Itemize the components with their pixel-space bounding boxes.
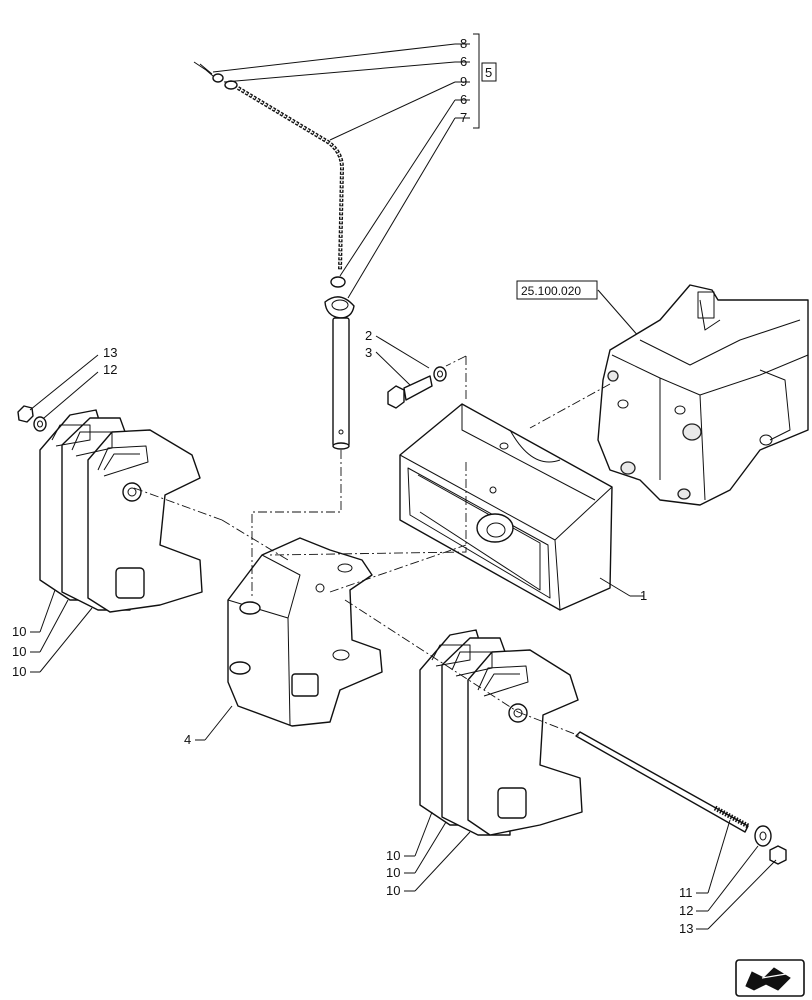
- left-weight-stack: 10 10 10: [12, 409, 203, 679]
- rod-part-11: [575, 731, 749, 833]
- callout-13-left: 13: [103, 345, 117, 360]
- pin-part-7: [332, 317, 350, 447]
- right-weight-plate-3: [467, 649, 583, 836]
- left-weight-plate-3: [87, 429, 203, 613]
- carrier-slot: [291, 673, 319, 697]
- right-weight-stack: 10 10 10: [386, 629, 583, 898]
- callout-6: 6: [460, 54, 467, 69]
- center-weight-carrier: 4: [184, 537, 383, 747]
- support-part-1: [399, 403, 613, 611]
- left-nut-washer: 13 12: [17, 345, 117, 432]
- callout-5: 5: [485, 65, 492, 80]
- callout-10-left-2: 10: [12, 644, 26, 659]
- callout-12-right: 12: [679, 903, 693, 918]
- bolt-washer: 2 3: [365, 328, 447, 409]
- callout-10-right-1: 10: [386, 848, 400, 863]
- callout-4: 4: [184, 732, 191, 747]
- tie-rod-assembly: 11 12 13: [575, 731, 787, 936]
- washer-part-2: [433, 366, 447, 382]
- bolt-head-part-3: [387, 385, 405, 409]
- callout-2: 2: [365, 328, 372, 343]
- callout-8: 8: [460, 36, 467, 51]
- callout-6-lower: 6: [460, 92, 467, 107]
- callout-10-left-1: 10: [12, 624, 26, 639]
- callout-7: 7: [460, 110, 467, 125]
- weight-support-bracket: 1: [399, 403, 647, 611]
- callout-group-top: 8 6 9 6 7 5: [212, 33, 497, 299]
- bolt-shank-part-3: [403, 375, 433, 401]
- right-weight-slot: [497, 787, 527, 819]
- callout-10-right-2: 10: [386, 865, 400, 880]
- callout-1: 1: [640, 588, 647, 603]
- callout-13-right: 13: [679, 921, 693, 936]
- clip-ring: [212, 73, 224, 83]
- tractor-frame: [597, 284, 809, 506]
- washer-part-12-left: [33, 416, 47, 432]
- callout-9: 9: [460, 74, 467, 89]
- ring-part-6-lower: [330, 276, 346, 288]
- nut-part-13-left: [17, 405, 34, 423]
- reference-box: [516, 280, 598, 300]
- callout-12-left: 12: [103, 362, 117, 377]
- callout-10-left-3: 10: [12, 664, 26, 679]
- reference-label: 25.100.020: [521, 284, 581, 298]
- carrier-part-4: [227, 537, 383, 727]
- clip-part-8: [193, 61, 214, 77]
- lynch-pin-chain-assembly: [193, 61, 355, 450]
- chain-part-9: [236, 86, 345, 271]
- callout-3: 3: [365, 345, 372, 360]
- left-weight-slot: [115, 567, 145, 599]
- callout-10-right-3: 10: [386, 883, 400, 898]
- arrow-nav-icon[interactable]: [735, 959, 805, 997]
- washer-part-12-right: [754, 825, 772, 847]
- assembly-center-lines: [133, 355, 611, 737]
- reference-frame: 25.100.020: [516, 280, 809, 506]
- kit-box: [481, 62, 497, 82]
- callout-11: 11: [679, 885, 693, 900]
- nut-part-13-right: [769, 845, 787, 865]
